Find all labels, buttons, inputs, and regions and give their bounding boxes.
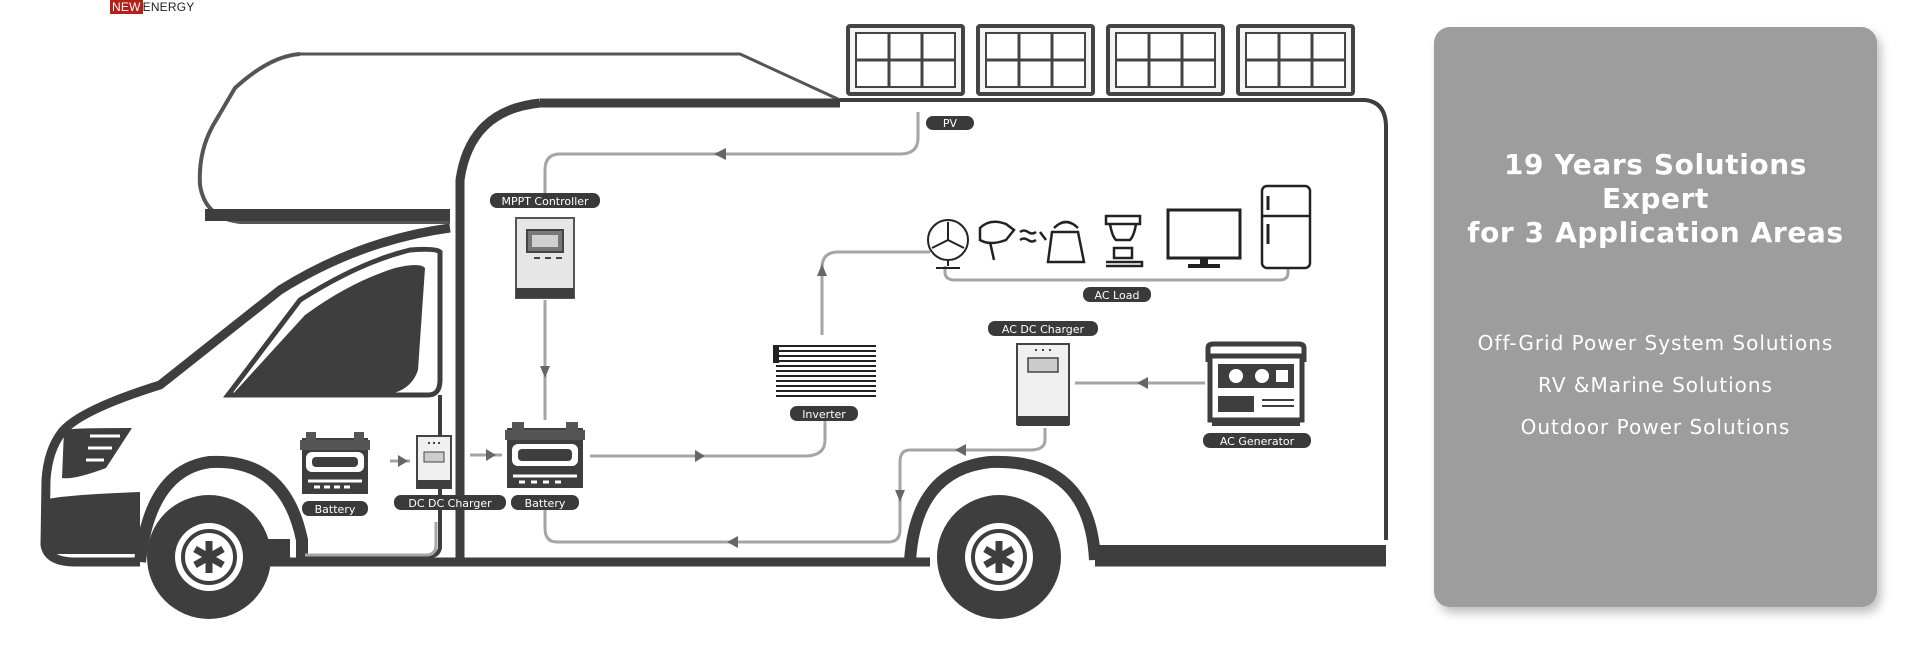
solar-panel-icon: [976, 24, 1095, 96]
rv-power-diagram: PV MPPT Controller AC Load AC DC Charger…: [40, 24, 1388, 619]
battery-icon: [300, 432, 370, 494]
solution-off-grid[interactable]: Off-Grid Power System Solutions: [1477, 331, 1834, 355]
label-dc-dc-charger-text: DC DC Charger: [408, 497, 492, 510]
front-wheel-icon: [147, 495, 271, 619]
label-ac-generator-text: AC Generator: [1220, 435, 1295, 448]
front-wheel-arch: [134, 455, 308, 563]
solar-panels: [846, 24, 1355, 96]
label-ac-load-text: AC Load: [1095, 289, 1140, 302]
fridge-icon: [1260, 184, 1312, 270]
label-inverter-text: Inverter: [802, 408, 846, 421]
label-ac-generator: AC Generator: [1203, 433, 1311, 448]
arrow-right-icon: [486, 449, 496, 461]
cab-window-glass: [232, 265, 425, 395]
label-ac-dc-charger: AC DC Charger: [988, 321, 1098, 336]
solar-panel-icon: [1236, 24, 1355, 96]
headlight-icon: [62, 428, 132, 479]
hair-dryer-icon: [978, 220, 1037, 261]
rear-wheel-arch: [904, 455, 1101, 563]
brand-highlight: NEW: [110, 0, 143, 14]
arrow-down-icon: [895, 490, 905, 502]
solution-rv-marine[interactable]: RV &Marine Solutions: [1538, 373, 1773, 397]
label-battery-2: Battery: [511, 495, 579, 510]
dc-dc-charger-icon: [416, 435, 452, 489]
arrow-left-icon: [955, 444, 966, 456]
arrow-down-icon: [540, 366, 550, 378]
arrow-left-icon: [1137, 377, 1148, 389]
tv-icon: [1166, 208, 1242, 268]
label-mppt-controller: MPPT Controller: [490, 193, 600, 208]
solar-panel-icon: [846, 24, 965, 96]
ac-dc-charger-icon: [1016, 343, 1070, 426]
arrow-up-icon: [817, 264, 827, 276]
battery-icon: [505, 422, 585, 488]
brand-text: ENERGY: [142, 0, 195, 14]
label-pv-text: PV: [943, 117, 958, 130]
rv-body: [40, 52, 1388, 567]
kettle-icon: [1039, 220, 1086, 264]
front-bumper: [44, 492, 140, 548]
label-dc-dc-charger: DC DC Charger: [394, 495, 506, 510]
label-ac-load: AC Load: [1083, 287, 1151, 302]
arrow-left-icon: [714, 148, 726, 160]
arrow-right-icon: [398, 455, 408, 467]
label-pv: PV: [926, 116, 974, 130]
label-inverter: Inverter: [790, 406, 858, 421]
label-mppt-text: MPPT Controller: [501, 195, 589, 208]
wire-arrows: [398, 148, 1148, 548]
solar-panel-icon: [1106, 24, 1225, 96]
wiring: [305, 112, 1290, 557]
coffee-maker-icon: [1104, 214, 1144, 268]
rear-wheel-icon: [937, 495, 1061, 619]
label-ac-dc-charger-text: AC DC Charger: [1002, 323, 1085, 336]
ac-generator-icon: [1205, 341, 1307, 426]
arrow-left-icon: [727, 536, 738, 548]
label-battery-1: Battery: [302, 501, 368, 516]
solution-outdoor[interactable]: Outdoor Power Solutions: [1520, 415, 1791, 439]
solutions-panel: 19 Years Solutions Expert for 3 Applicat…: [1434, 27, 1877, 607]
fan-icon: [927, 219, 969, 269]
label-battery-2-text: Battery: [525, 497, 566, 510]
inverter-icon: [773, 345, 876, 397]
label-battery-1-text: Battery: [315, 503, 356, 516]
arrow-right-icon: [695, 450, 705, 462]
mppt-controller-icon: [515, 217, 575, 299]
solutions-list: Off-Grid Power System Solutions RV &Mari…: [1434, 322, 1877, 448]
panel-title-line1: 19 Years Solutions Expert: [1503, 148, 1808, 215]
panel-title-line2: for 3 Application Areas: [1467, 216, 1844, 249]
panel-title: 19 Years Solutions Expert for 3 Applicat…: [1434, 27, 1877, 250]
